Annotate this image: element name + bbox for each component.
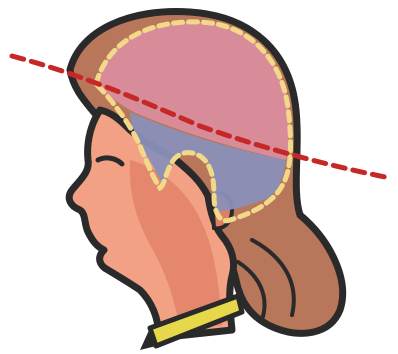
diagram-canvas — [0, 0, 398, 354]
head-diagram — [0, 0, 398, 354]
